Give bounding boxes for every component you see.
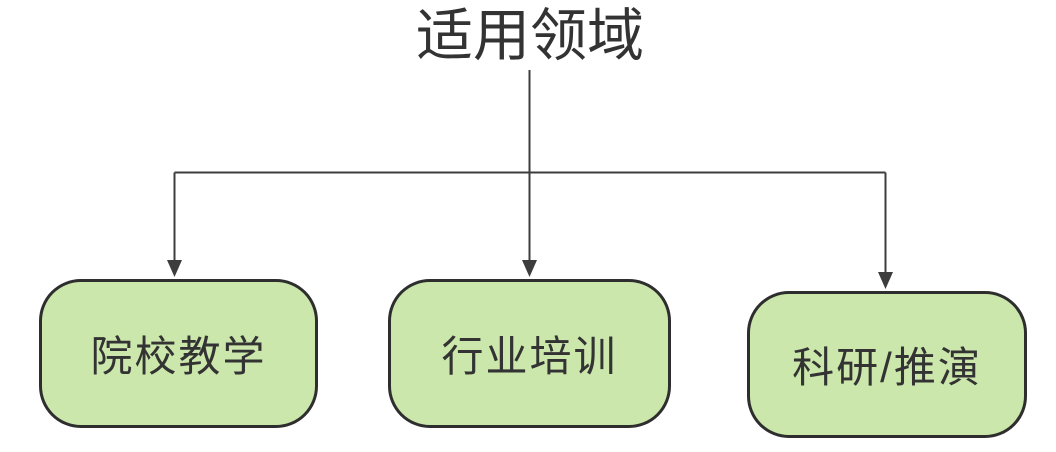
node-label: 行业培训: [441, 333, 618, 380]
node-college-teaching: 院校教学: [39, 279, 318, 428]
node-label: 科研/推演: [792, 344, 982, 391]
diagram-title: 适用领域: [416, 4, 644, 68]
arrow-down-middle-icon: [522, 260, 537, 277]
node-industry-training: 行业培训: [388, 279, 671, 428]
node-label: 院校教学: [90, 333, 267, 380]
node-research-wargame: 科研/推演: [747, 291, 1027, 438]
arrow-down-left-icon: [167, 260, 182, 277]
arrow-down-right-icon: [878, 272, 893, 289]
